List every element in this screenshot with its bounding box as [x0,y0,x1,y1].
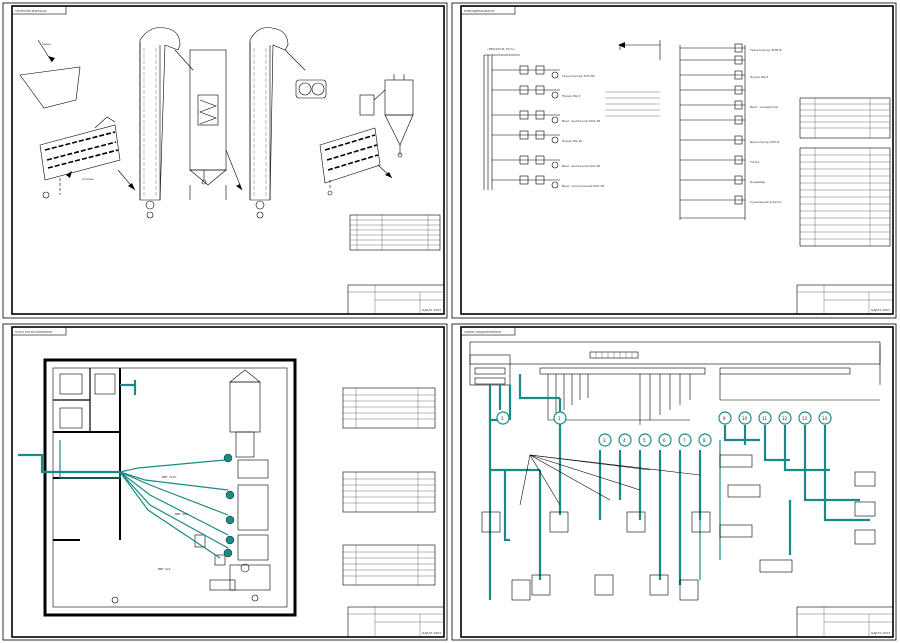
title-block-plan: ЦДАГУ 2003 [347,606,445,638]
sheet-electrical: ПРИНЦИПИАЛЬНАЯ ~380/220 В, 50 Гц Транспо… [451,2,897,319]
fanout-lines [519,454,701,506]
rung-label-2: Нория НЦ-5 [750,75,768,79]
spec-table-plan-2 [342,471,436,513]
sheet-plan-header: ПЛАН РАСПОЛОЖЕНИЯ [15,330,52,334]
plan-markers [111,453,259,604]
wiring-circles-right: 9 10 11 12 13 14 [718,411,832,425]
motor-label-4: Нория НЦ-10 [562,139,582,143]
terminal-block-2 [539,367,851,375]
circle-mid-6: 8 [703,438,706,443]
stamp-code-process: ЦДАГУ 2003 [422,308,441,312]
spec-table-process [349,214,441,251]
title-block-wiring: ЦДАГУ 2003 [796,606,894,638]
rung-label-3: Вент. охладителя [750,105,778,109]
stamp-code-plan: ЦДАГУ 2003 [422,631,441,635]
circle-right-1: 9 [723,416,726,421]
separator-1 [39,124,121,181]
control-rungs: Транспортер ЖТБ-8 Нория НЦ-5 Вент. охлад… [680,43,782,219]
sheet-wiring: СХЕМА ПОДКЛЮЧЕНИЯ [451,323,897,641]
title-block-electrical: ЦДАГУ 2003 [796,284,894,315]
spec-table-plan-3 [342,544,436,586]
sheet-electrical-header: ПРИНЦИПИАЛЬНАЯ [464,9,494,13]
circle-right-5: 13 [802,416,808,421]
circle-right-3: 11 [762,416,768,421]
stamp-code-wiring: ЦДАГУ 2003 [871,631,890,635]
circle-mid-3: 5 [643,438,646,443]
wiring-circles-mid: 3 4 5 6 7 8 [598,433,712,447]
cable-label-1: ВВГ 4х10 [162,475,176,479]
circle-mid-4: 6 [663,438,666,443]
zerno-label: зерно [42,42,51,46]
drop-wires [547,345,881,425]
rung-label-5: Топка [749,160,759,164]
circle-top-1: 1 [501,416,504,421]
dryer-column [189,49,227,200]
circle-mid-1: 3 [603,438,606,443]
circle-right-6: 14 [822,416,828,421]
motor-label-5: Вент. вытяжной ОСК-28 [562,164,600,168]
stamp-code-electrical: ЦДАГУ 2003 [871,308,890,312]
circle-right-2: 10 [742,416,748,421]
fan-unit [295,79,327,99]
hopper [19,66,81,109]
circle-mid-5: 7 [683,438,686,443]
motor-label-1: Транспортер ТСН-3Б [561,74,595,78]
rung-label-7: Сушильный агрегат [750,200,782,204]
spec-table-electrical-2 [799,147,891,247]
cyclone [359,74,414,158]
rung-label-4: Вентилятор ОСП-5 [750,140,780,144]
elevator-1 [139,27,181,219]
notes-block [605,91,660,117]
sheet-process: ТЕХНОЛОГИЧЕСКАЯ зерно отходы [2,2,448,319]
motor-label-2: Нория НЦ-5 [562,94,580,98]
otkhody-label: отходы [82,177,94,181]
circle-right-4: 12 [782,416,788,421]
cable-label-3: ВВГ 4х4 [158,567,171,571]
motor-branches: Транспортер ТСН-3Б Нория НЦ-5 Вент. вытя… [492,65,604,189]
sheet-wiring-header: СХЕМА ПОДКЛЮЧЕНИЯ [464,330,501,334]
terminal-block-1 [589,351,639,359]
motor-boxes [481,511,711,601]
top-bus-label: ~380/220 В, 50 Гц [486,47,515,51]
equipment-main [194,369,271,591]
cable-label-2: ВВГ 4х6 [175,512,188,516]
sheet-process-header: ТЕХНОЛОГИЧЕСКАЯ [14,9,46,13]
motor-label-3: Вент. вытяжной ОСК-28 [562,119,600,123]
spec-table-plan-1 [342,387,436,429]
terminal-block-small [474,367,506,385]
circle-top-2: 2 [558,416,561,421]
rung-label-6: Конвейер [750,180,765,184]
sheet-plan: ПЛАН РАСПОЛОЖЕНИЯ [2,323,448,641]
spec-table-electrical-1 [799,97,891,139]
right-devices [719,454,876,573]
title-block-process: ЦДАГУ 2003 [347,284,445,315]
circle-mid-2: 4 [623,438,626,443]
cable-runs [18,380,229,559]
motor-label-6: Вент. загрузочный ОСК-28 [562,184,604,188]
wiring-circles-top: 1 2 [496,411,567,425]
elevator-2 [249,27,289,219]
rung-label-1: Транспортер ЖТБ-8 [749,48,782,52]
separator-2 [319,127,381,184]
